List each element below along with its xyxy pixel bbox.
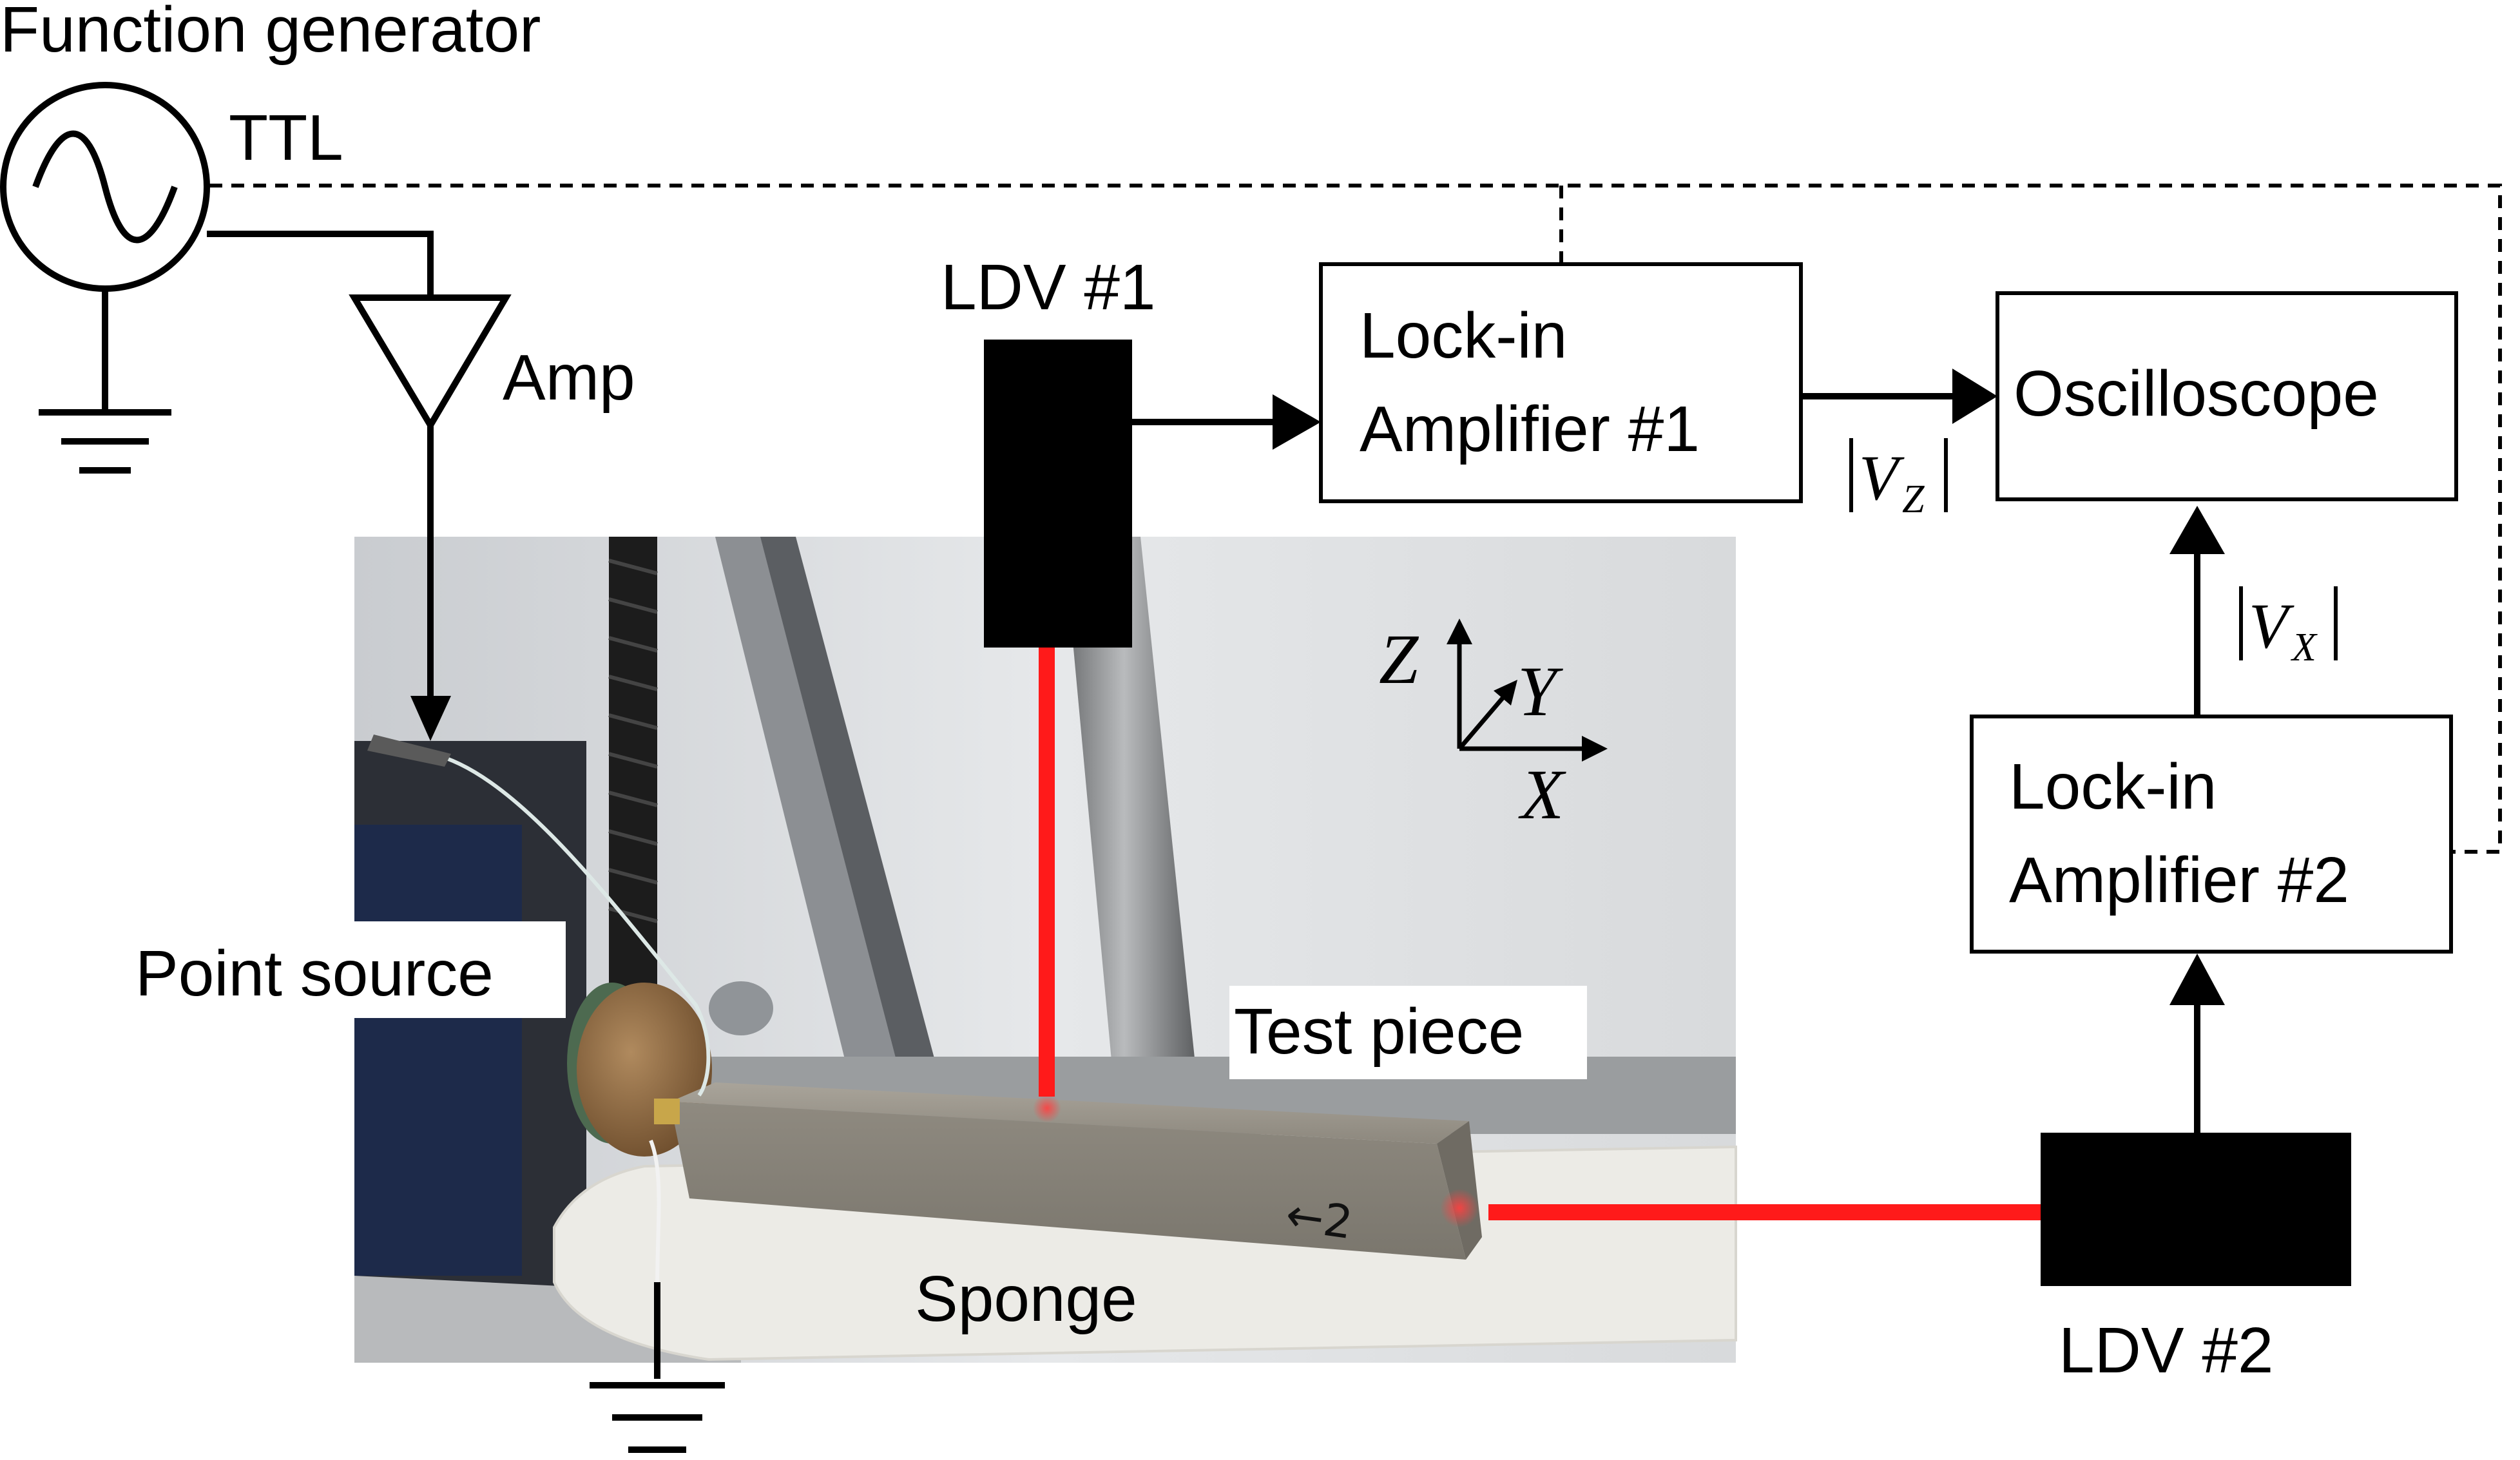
vx-magnitude-label: V X xyxy=(2239,586,2338,669)
point-source-label-bg xyxy=(128,921,566,1018)
contact-pad xyxy=(654,1099,680,1124)
ldv1-device xyxy=(984,340,1132,648)
function-generator xyxy=(0,82,210,474)
vx-subscript: X xyxy=(2290,626,2318,669)
test-piece-label: Test piece xyxy=(1234,995,1524,1068)
point-source-label: Point source xyxy=(135,937,494,1010)
y-axis-arrow xyxy=(1494,680,1517,706)
support-bar-2 xyxy=(760,537,941,1082)
lockin-amplifier-1 xyxy=(1319,262,1803,503)
lockin2-label-line2: Amplifier #2 xyxy=(2009,844,2349,916)
ldv1-label: LDV #1 xyxy=(941,251,1156,323)
ldv1-to-lockin1-arrow xyxy=(1273,394,1321,450)
lockin1-label-line1: Lock-in xyxy=(1360,300,1567,372)
laser-beam-ldv1 xyxy=(1039,646,1055,1097)
laser-spot-2 xyxy=(1440,1189,1479,1227)
generator-to-amp-wire xyxy=(207,231,434,298)
lockin2-to-scope-arrow xyxy=(2169,506,2225,554)
x-axis-arrow xyxy=(1582,736,1608,762)
y-axis-line xyxy=(1457,694,1506,751)
z-axis-arrow xyxy=(1447,619,1472,644)
oscilloscope-label: Oscilloscope xyxy=(2014,358,2379,430)
test-piece-front xyxy=(670,1102,1466,1260)
support-bar-1 xyxy=(715,537,915,1082)
ground-wire xyxy=(649,1139,661,1289)
blue-cloth xyxy=(354,825,522,1276)
lockin1-label-line2: Amplifier #1 xyxy=(1360,393,1700,465)
vertical-rod xyxy=(1063,537,1198,1095)
amplifier-symbol xyxy=(349,294,512,432)
laser-beam-ldv2 xyxy=(1488,1204,2044,1220)
lockin2-label-line1: Lock-in xyxy=(2009,751,2217,823)
test-piece-top xyxy=(670,1082,1469,1144)
vx-base: V xyxy=(2249,590,2294,662)
ttl-label: TTL xyxy=(229,102,343,174)
clip xyxy=(367,735,451,767)
oscilloscope-box xyxy=(1996,291,2458,501)
sponge-label: Sponge xyxy=(915,1263,1137,1335)
ldv2-to-lockin2-arrow xyxy=(2169,954,2225,1005)
sine-wave-icon xyxy=(32,130,178,244)
vz-subscript: Z xyxy=(1902,477,1925,521)
ldv2-label: LDV #2 xyxy=(2059,1314,2274,1387)
vz-base: V xyxy=(1859,442,1905,514)
laser-spot-1 xyxy=(1033,1094,1061,1122)
signal-wire xyxy=(431,752,711,1097)
vz-magnitude-label: V Z xyxy=(1849,438,1948,521)
amp-output-arrow xyxy=(410,696,451,741)
knob xyxy=(709,981,773,1035)
function-generator-label: Function generator xyxy=(0,0,541,66)
test-piece-label-bg xyxy=(1229,986,1587,1079)
ldv2-device xyxy=(2041,1133,2351,1286)
axis-x-label: X xyxy=(1518,755,1566,834)
axis-z-label: Z xyxy=(1379,620,1419,698)
coordinate-axes xyxy=(1447,619,1608,762)
amp-label: Amp xyxy=(503,341,635,414)
lockin-amplifier-2 xyxy=(1970,715,2453,954)
point-source-ground xyxy=(590,1282,725,1453)
bar-handwritten-mark: ←2 xyxy=(1283,1188,1356,1250)
axis-y-label: Y xyxy=(1517,652,1563,731)
lockin1-to-scope-arrow xyxy=(1952,369,1997,424)
ttl-reference-line xyxy=(209,184,2502,854)
